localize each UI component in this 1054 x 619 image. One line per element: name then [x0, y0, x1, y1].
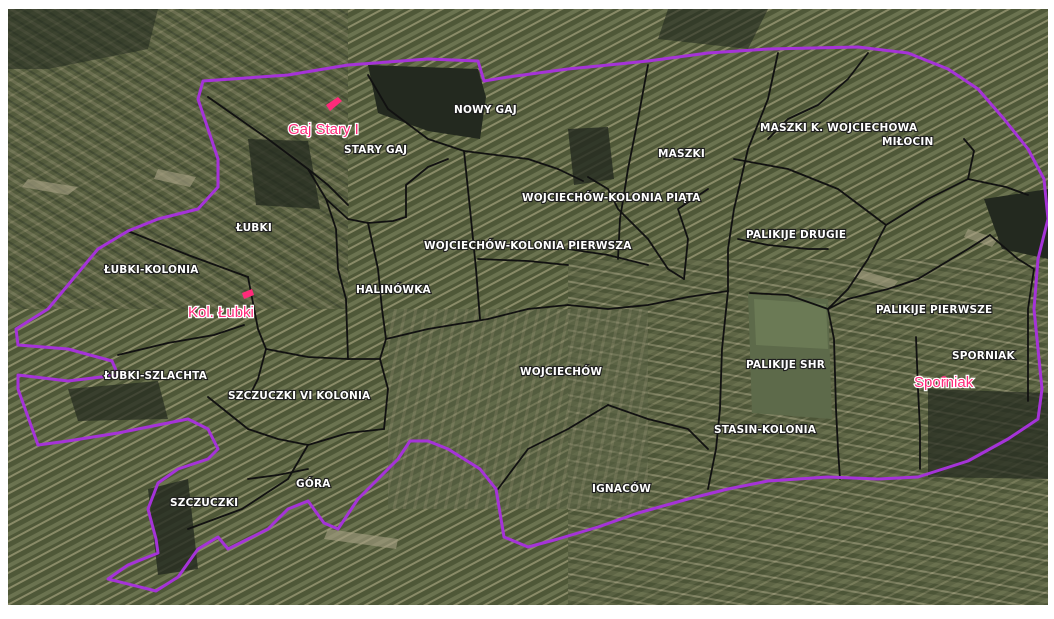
- village-label-lubki-kolonia: ŁUBKI-KOLONIA: [103, 264, 199, 276]
- village-label-stasin-kolonia: STASIN-KOLONIA: [714, 424, 817, 436]
- village-label-palikije-pierwsze: PALIKIJE PIERWSZE: [876, 304, 992, 316]
- village-boundaries: [117, 52, 1035, 530]
- gaj-stary-marker: [326, 97, 342, 111]
- light-fields: [22, 169, 998, 549]
- palikije-shr-parcel: [754, 299, 828, 349]
- village-label-milocin: MIŁOCIN: [882, 136, 933, 148]
- village-label-lubki: ŁUBKI: [235, 222, 272, 234]
- forest-patches: [8, 9, 1048, 575]
- village-label-wojciechow-kolonia-pierwsza: WOJCIECHÓW-KOLONIA PIERWSZA: [424, 239, 632, 252]
- village-label-sporniak: SPORNIAK: [952, 350, 1015, 362]
- village-label-stary-gaj: STARY GAJ: [344, 144, 407, 156]
- village-label-szczuczki: SZCZUCZKI: [170, 497, 238, 509]
- village-label-palikije-drugie: PALIKIJE DRUGIE: [746, 229, 846, 241]
- aerial-map: NOWY GAJ STARY GAJ MASZKI K. WOJCIECHOWA…: [8, 9, 1048, 605]
- village-label-lubki-szlachta: ŁUBKI-SZLACHTA: [103, 370, 208, 382]
- village-label-wojciechow: WOJCIECHÓW: [520, 365, 602, 378]
- kol-lubki-marker: [242, 289, 254, 299]
- place-label-gaj-stary-i: Gaj Stary I: [288, 121, 359, 138]
- place-label-kol-lubki: Kol. Łubki: [188, 304, 254, 321]
- village-label-ignacow: IGNACÓW: [592, 482, 651, 495]
- village-label-maszki-k-wojciechowa: MASZKI K. WOJCIECHOWA: [760, 122, 918, 134]
- place-markers: [242, 97, 948, 386]
- sporniak-marker: [940, 376, 948, 386]
- village-label-wojciechow-kolonia-piata: WOJCIECHÓW-KOLONIA PIĄTA: [522, 191, 701, 204]
- village-label-nowy-gaj: NOWY GAJ: [454, 104, 517, 116]
- village-label-szczuczki-vi-kolonia: SZCZUCZKI VI KOLONIA: [228, 390, 371, 402]
- village-labels: NOWY GAJ STARY GAJ MASZKI K. WOJCIECHOWA…: [102, 103, 1016, 510]
- commune-border: [14, 45, 1048, 593]
- village-label-palikije-shr: PALIKIJE SHR: [746, 359, 825, 371]
- village-label-maszki: MASZKI: [658, 148, 705, 160]
- map-canvas: NOWY GAJ STARY GAJ MASZKI K. WOJCIECHOWA…: [8, 9, 1048, 605]
- village-label-halinowka: HALINÓWKA: [356, 283, 432, 296]
- place-label-sporniak: Sporniak: [914, 374, 974, 391]
- place-labels: Gaj Stary I Kol. Łubki Sporniak: [187, 120, 975, 392]
- field-texture: [388, 309, 648, 509]
- village-label-gora: GÓRA: [296, 477, 331, 490]
